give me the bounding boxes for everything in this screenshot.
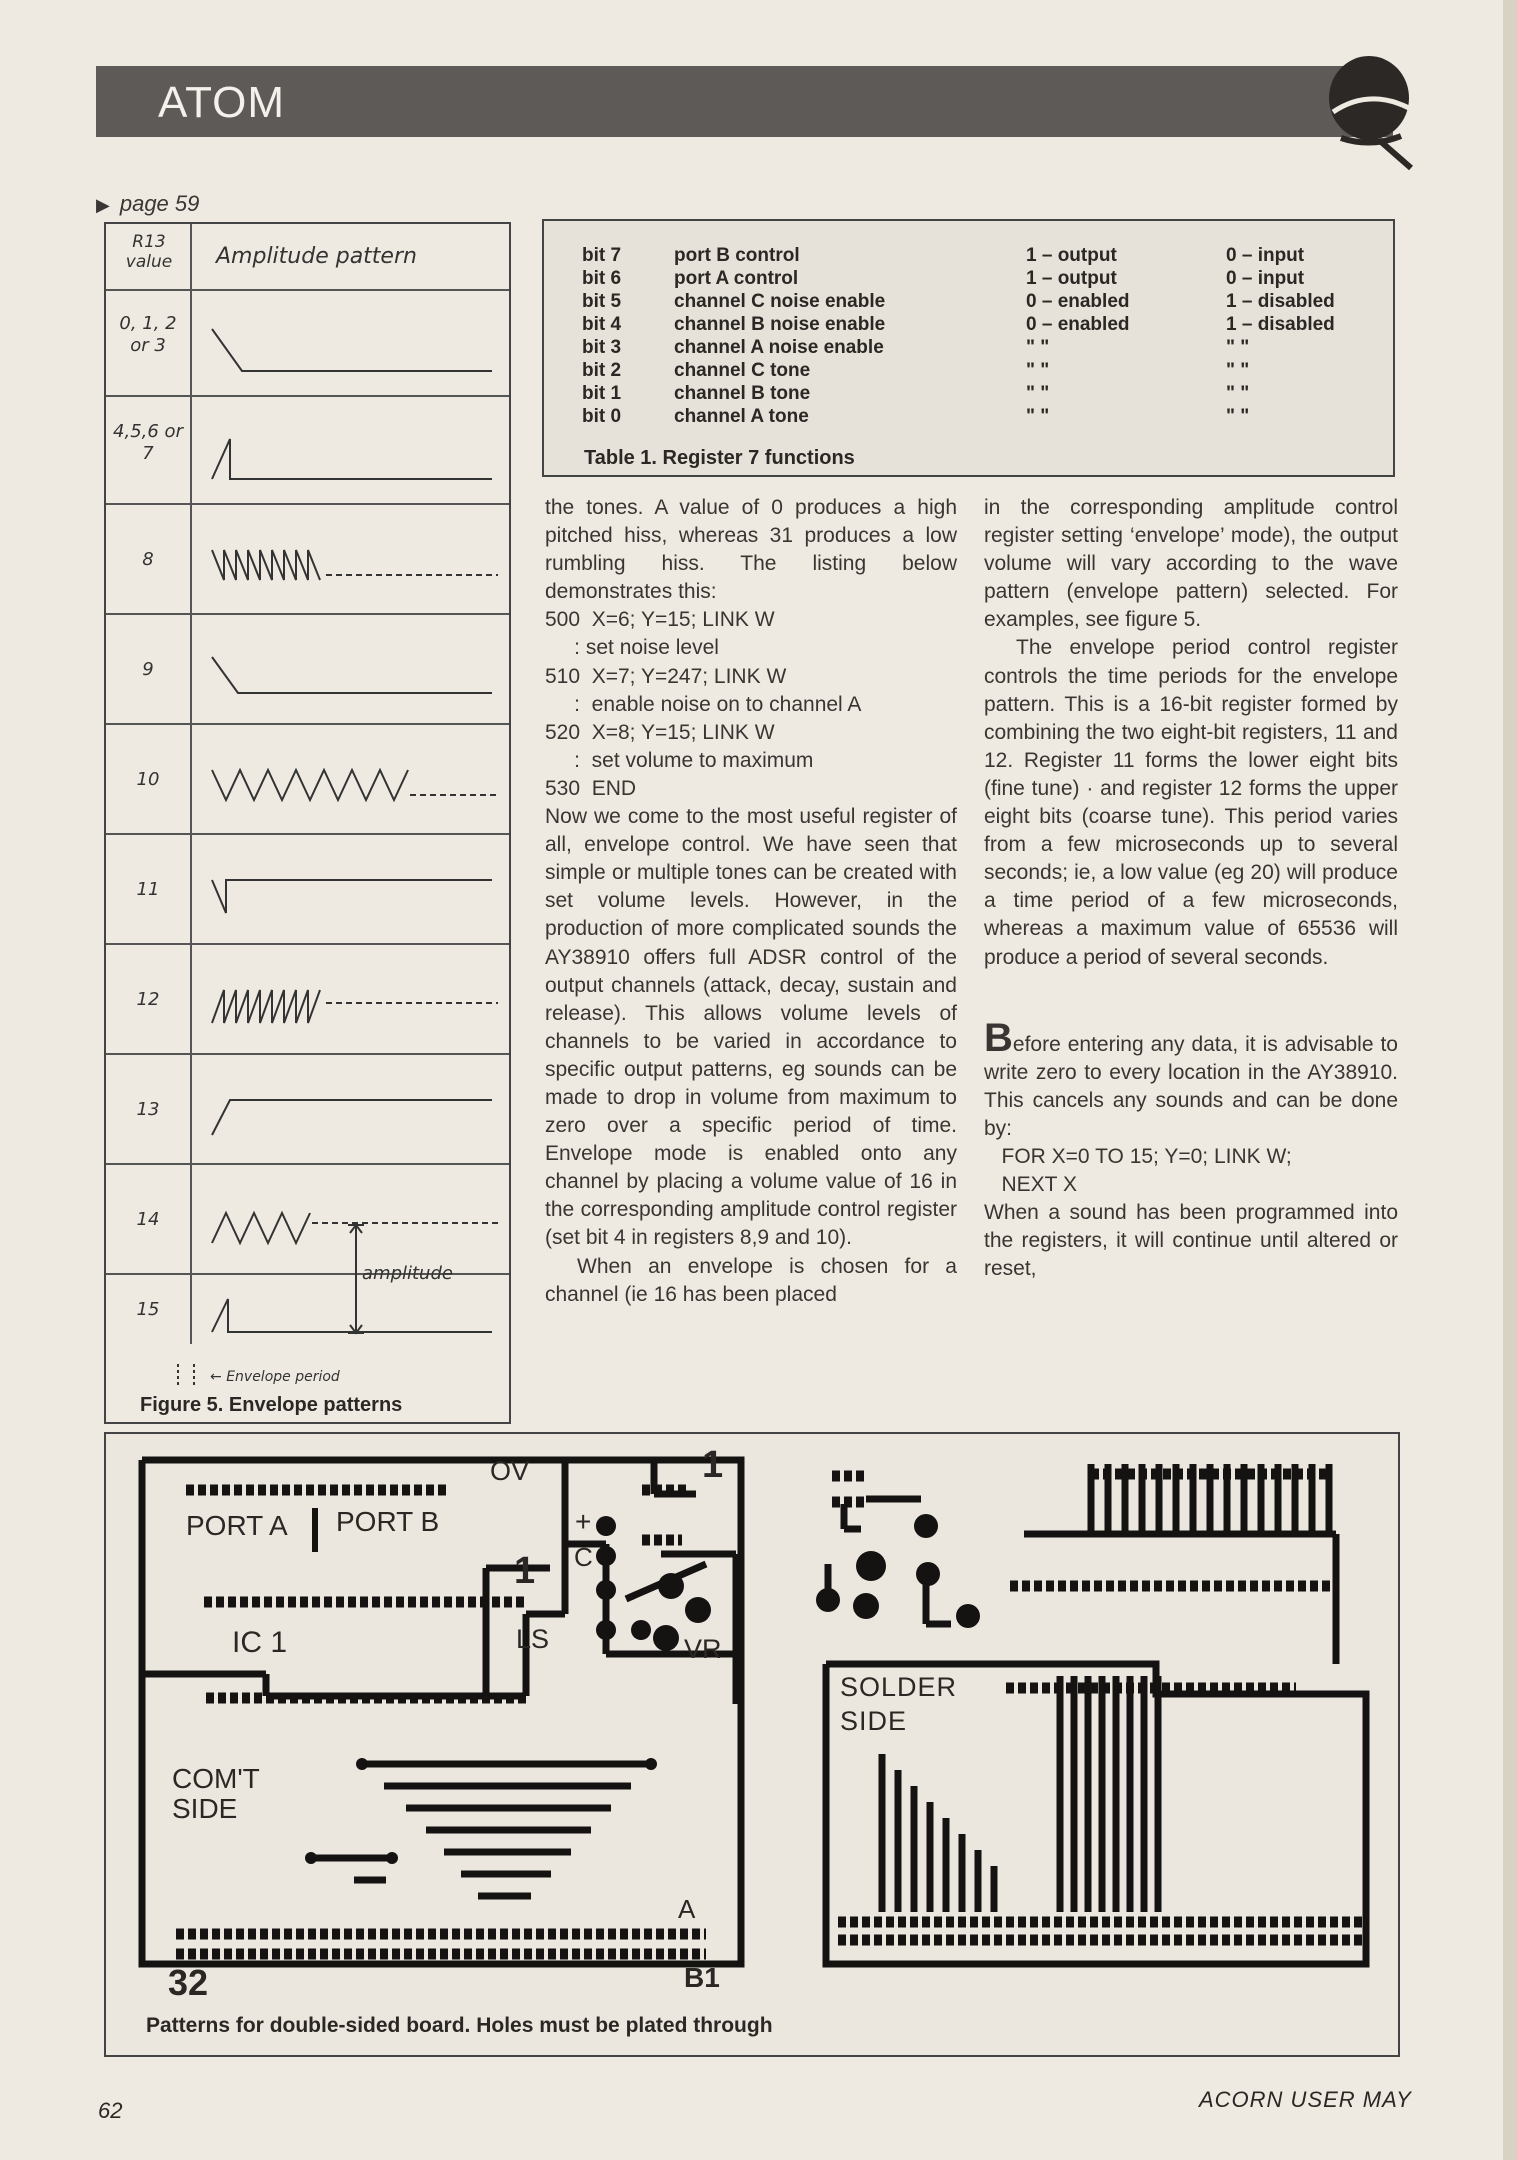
- figure-envelope-patterns: R13 value Amplitude pattern 0, 1, 2 or 3…: [104, 222, 511, 1424]
- board-label: 1: [514, 1550, 536, 1592]
- board-label: C: [574, 1542, 593, 1572]
- board-label: IC 1: [232, 1626, 288, 1659]
- amplitude-label: amplitude: [362, 1263, 453, 1284]
- triangle-wave-icon: [211, 767, 498, 803]
- board-label: PORT A: [186, 1510, 288, 1541]
- page-reference: ▶page 59: [96, 191, 200, 216]
- amplitude-arrow-icon: [348, 1223, 364, 1335]
- r13-header: R13 value: [125, 232, 173, 272]
- pattern-row: 13: [106, 1055, 509, 1165]
- pattern-row: 9: [106, 615, 509, 725]
- board-label: B1: [684, 1962, 720, 1993]
- pattern-row: 15 amplitude: [106, 1223, 509, 1345]
- section-title: ATOM: [158, 78, 286, 127]
- board-label: 1: [702, 1444, 724, 1486]
- row-label: 15: [136, 1299, 160, 1320]
- board-label: LS: [516, 1624, 550, 1654]
- drop-cap: B: [984, 1015, 1013, 1060]
- board-label: A: [678, 1894, 696, 1924]
- amplitude-pattern-header: Amplitude pattern: [216, 244, 417, 269]
- header-bar: ATOM: [96, 56, 1413, 171]
- row-label: 11: [136, 879, 160, 900]
- board-label: +: [575, 1506, 592, 1537]
- envelope-period-label: ← Envelope period: [210, 1369, 340, 1385]
- row-label: 0, 1, 2 or 3: [119, 313, 177, 356]
- paragraph: the tones. A value of 0 produces a high …: [545, 496, 957, 604]
- attack-hold-wave-icon: [211, 1099, 492, 1136]
- pattern-row: 8: [106, 505, 509, 615]
- paragraph: The envelope period control register con…: [984, 636, 1398, 969]
- board-label: VR: [684, 1634, 722, 1664]
- board-label: OV: [490, 1456, 530, 1486]
- pattern-row: 0, 1, 2 or 3: [106, 289, 509, 397]
- magazine-footer: ACORN USER MAY: [1199, 2087, 1412, 2112]
- row-label: 4,5,6 or 7: [113, 421, 183, 464]
- decay-hold-wave-icon: [211, 656, 492, 694]
- port-divider: [312, 1508, 318, 1552]
- acorn-logo-icon: [1329, 56, 1413, 171]
- paragraph: Now we come to the most useful register …: [545, 805, 957, 1250]
- board-caption: Patterns for double-sided board. Holes m…: [146, 2014, 773, 2037]
- pattern-row: 10: [106, 725, 509, 835]
- pattern-row: 4,5,6 or 7: [106, 397, 509, 505]
- pcb-pattern-figure: OV 1 PORT A PORT B + C 1 IC 1 LS VR COM'…: [104, 1432, 1400, 2057]
- row-label: 12: [136, 989, 160, 1010]
- play-arrow-icon: ▶: [96, 195, 110, 215]
- table-caption: Table 1. Register 7 functions: [584, 447, 855, 469]
- row-label: 14: [136, 1209, 160, 1230]
- pattern-row: 14: [106, 1165, 509, 1275]
- board-label: PORT B: [336, 1506, 440, 1537]
- decay-jump-wave-icon: [211, 879, 492, 914]
- figure-header: R13 value Amplitude pattern: [106, 224, 509, 291]
- sawtooth-down-wave-icon: [211, 549, 498, 581]
- page-edge: [1503, 0, 1517, 2160]
- board-label: 32: [168, 1962, 209, 2003]
- sawtooth-up-wave-icon: [211, 989, 498, 1024]
- triangle-up-wave-icon: [211, 1210, 498, 1246]
- row-label: 10: [136, 769, 160, 790]
- figure-caption: Figure 5. Envelope patterns: [140, 1394, 403, 1416]
- period-ticks-icon: [177, 1364, 195, 1388]
- paragraph: When an envelope is chosen for a channel…: [545, 1254, 957, 1306]
- pcb-artwork: [138, 1456, 1370, 1968]
- decay-wave-icon: [211, 328, 492, 372]
- row-label: 13: [136, 1099, 160, 1120]
- basic-listing: 500 X=6; Y=15; LINK W : set noise level …: [545, 608, 862, 800]
- column-divider: [190, 224, 192, 1344]
- text-column-2: in the corresponding amplitude control r…: [984, 494, 1398, 1283]
- row-label: 8: [142, 549, 154, 570]
- paragraph: When a sound has been programmed into th…: [984, 1201, 1398, 1281]
- paragraph: Before entering any data, it is advisabl…: [984, 1015, 1398, 1140]
- pattern-row: 12: [106, 945, 509, 1055]
- row-label: 9: [142, 659, 154, 680]
- pattern-row: 11: [106, 835, 509, 945]
- attack-cut-wave-icon: [211, 438, 492, 480]
- text-column-1: the tones. A value of 0 produces a high …: [545, 494, 957, 1309]
- basic-listing: FOR X=0 TO 15; Y=0; LINK W; NEXT X: [1001, 1144, 1292, 1197]
- page-number: 62: [98, 2098, 123, 2123]
- paragraph: in the corresponding amplitude control r…: [984, 496, 1398, 632]
